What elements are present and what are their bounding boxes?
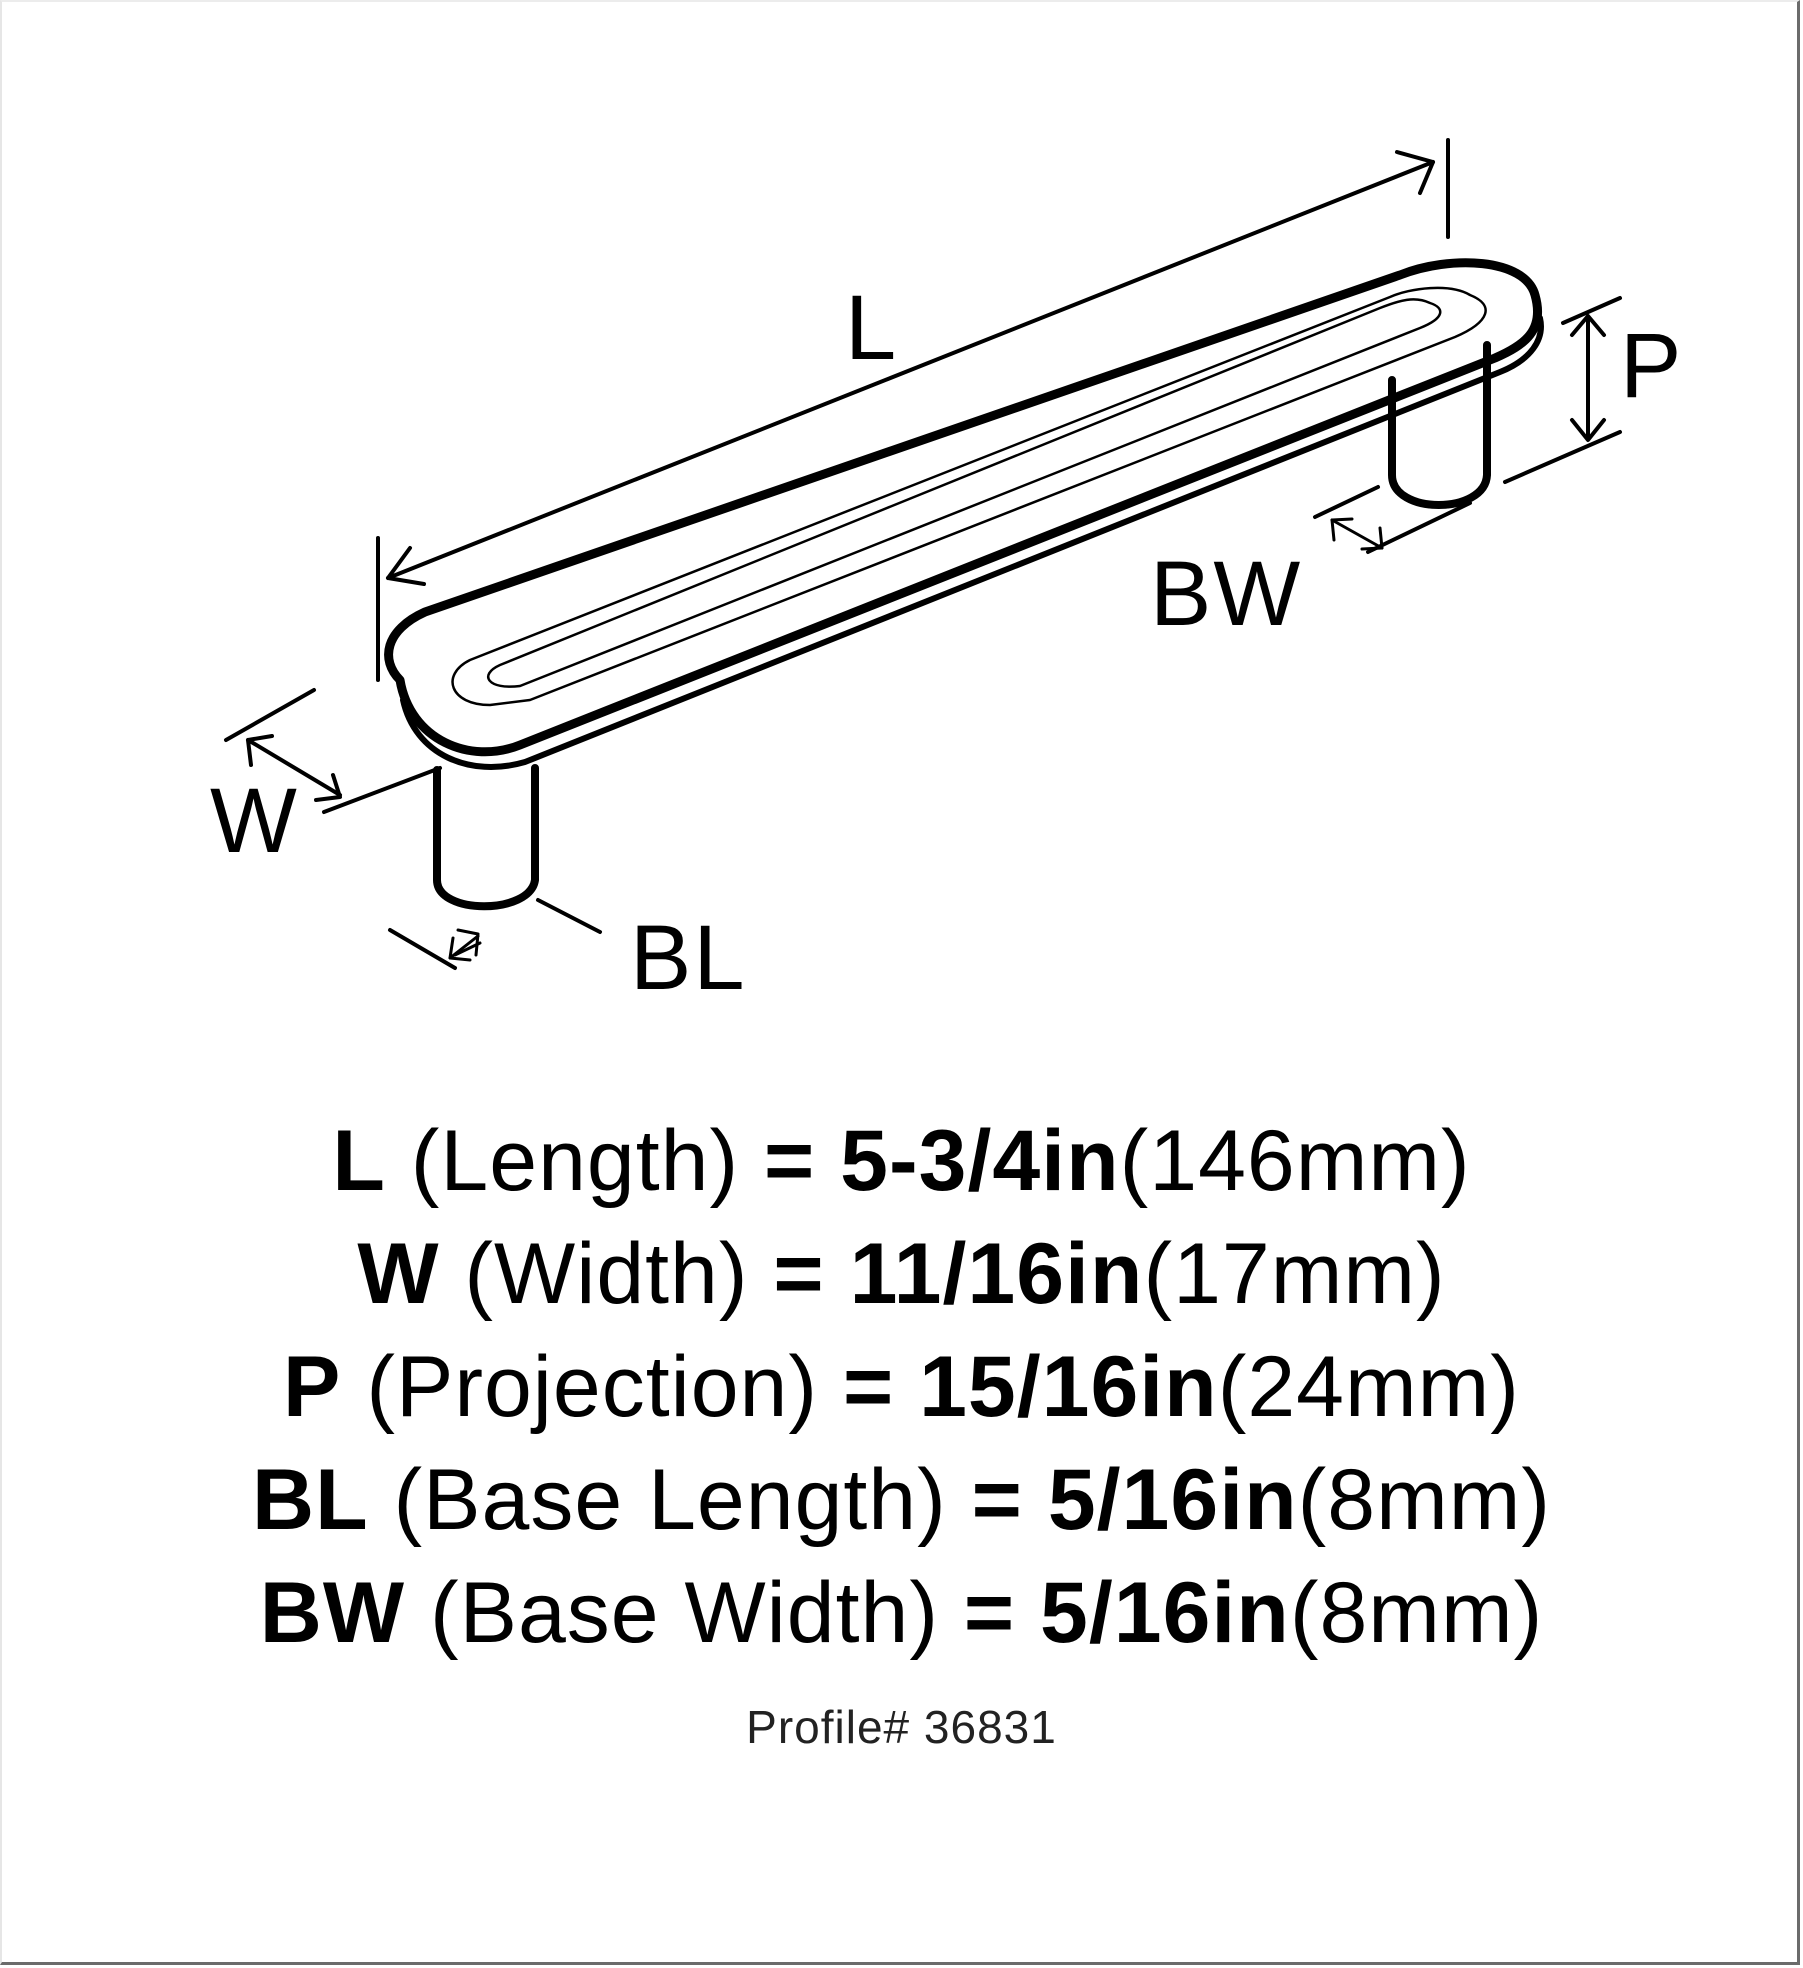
projection-dimension	[1503, 296, 1622, 484]
spec-inch-value: 5/16in	[1040, 1565, 1290, 1661]
label-length: L	[845, 277, 899, 379]
spec-name: (Base Length)	[393, 1452, 947, 1548]
spec-key: W	[357, 1226, 440, 1322]
pull-handle-drawing	[224, 138, 1622, 970]
profile-number: Profile# 36831	[746, 1701, 1057, 1753]
spec-row-length: L (Length) = 5-3/4in(146mm)	[0, 1105, 1803, 1218]
spec-mm-value: (8mm)	[1289, 1565, 1544, 1661]
spec-key: P	[283, 1339, 342, 1435]
spec-key: L	[332, 1113, 386, 1209]
label-width: W	[210, 770, 299, 872]
spec-name: (Base Width)	[429, 1565, 939, 1661]
label-projection: P	[1620, 315, 1684, 417]
spec-inch-value: 11/16in	[849, 1226, 1144, 1322]
spec-row-width: W (Width) = 11/16in(17mm)	[0, 1218, 1803, 1331]
label-base-length: BL	[630, 907, 747, 1009]
spec-mm-value: (24mm)	[1217, 1339, 1520, 1435]
label-base-width: BW	[1150, 543, 1303, 645]
length-dimension	[376, 138, 1450, 682]
spec-inch-value: 5/16in	[1047, 1452, 1298, 1548]
spec-equals: =	[764, 1113, 816, 1209]
width-dimension	[224, 688, 442, 814]
spec-mm-value: (146mm)	[1119, 1113, 1471, 1209]
spec-inch-value: 5-3/4in	[840, 1113, 1120, 1209]
spec-equals: =	[842, 1339, 895, 1435]
spec-list: L (Length) = 5-3/4in(146mm) W (Width) = …	[0, 1105, 1803, 1670]
spec-name: (Length)	[410, 1113, 740, 1209]
spec-row-projection: P (Projection) = 15/16in(24mm)	[0, 1331, 1803, 1444]
spec-mm-value: (17mm)	[1143, 1226, 1446, 1322]
spec-row-base-width: BW (Base Width) = 5/16in(8mm)	[0, 1557, 1803, 1670]
spec-key: BW	[259, 1565, 406, 1661]
base-width-dimension	[1313, 485, 1472, 554]
right-post	[1388, 341, 1491, 509]
handle-bar	[384, 258, 1544, 770]
spec-equals: =	[963, 1565, 1016, 1661]
spec-key: BL	[251, 1452, 369, 1548]
spec-name: (Width)	[464, 1226, 749, 1322]
spec-equals: =	[773, 1226, 825, 1322]
spec-mm-value: (8mm)	[1297, 1452, 1552, 1548]
left-post	[433, 764, 539, 911]
spec-name: (Projection)	[366, 1339, 819, 1435]
spec-row-base-length: BL (Base Length) = 5/16in(8mm)	[0, 1444, 1803, 1557]
spec-inch-value: 15/16in	[919, 1339, 1218, 1435]
base-length-dimension	[388, 898, 602, 970]
spec-equals: =	[971, 1452, 1023, 1548]
